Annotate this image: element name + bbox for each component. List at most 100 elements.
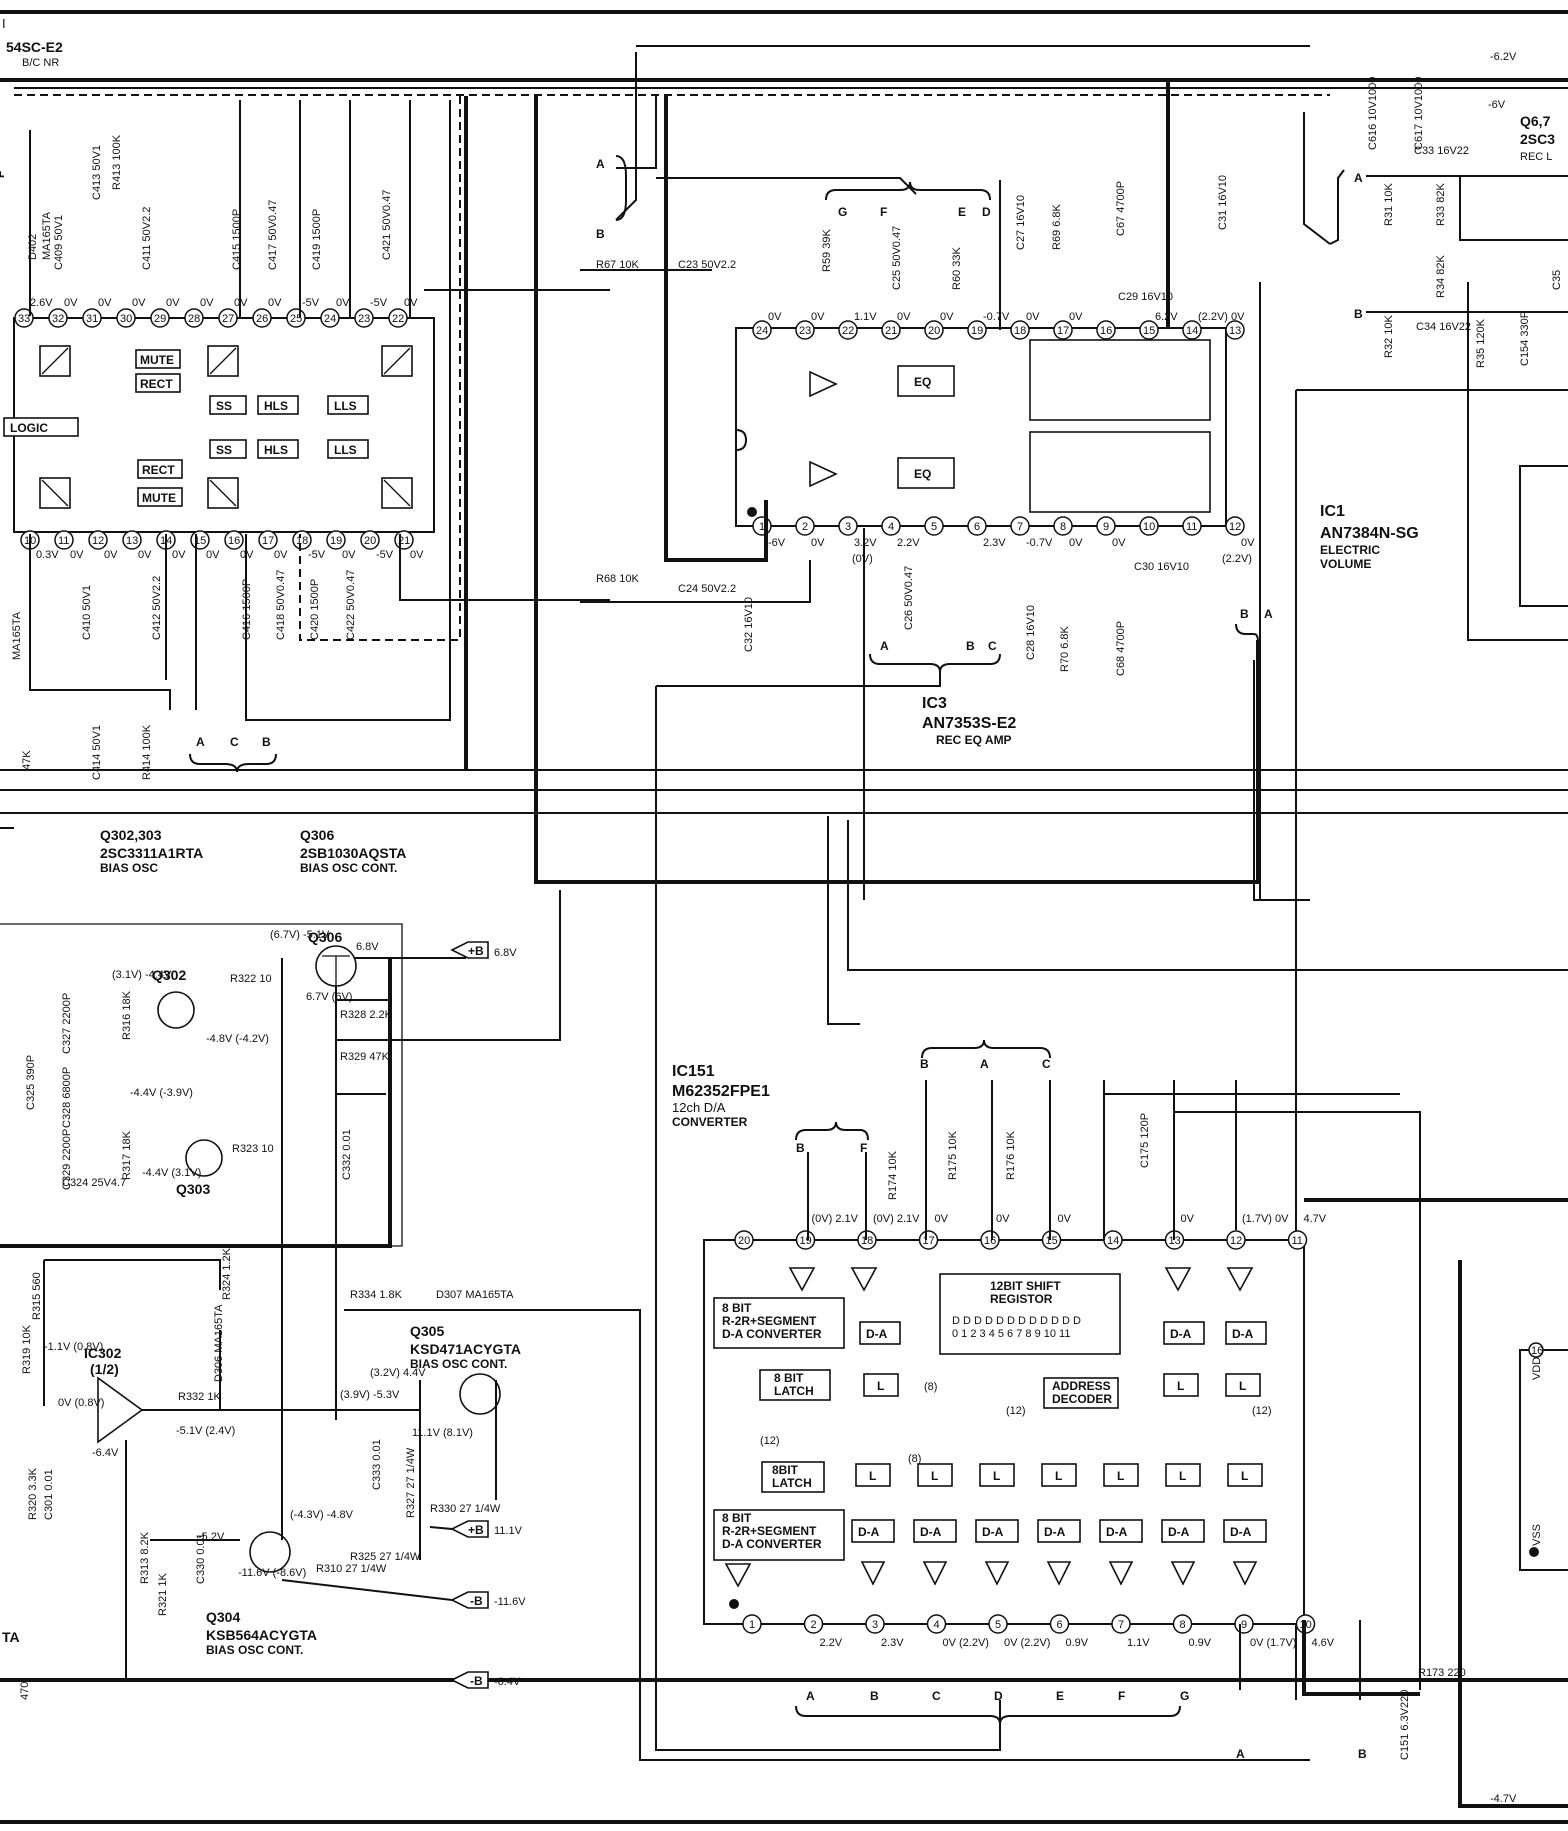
latch-cell	[1041, 1463, 1077, 1487]
ic3-bot-pin-voltage: 0V	[1112, 537, 1126, 549]
ic3-letter-f: F	[880, 205, 887, 219]
osc-voltage: (3.2V) 4.4V	[370, 1367, 426, 1379]
q303-transistor	[185, 1139, 223, 1177]
ic1-pin16-num: 16	[1531, 1345, 1543, 1357]
nr-bot-pin	[224, 530, 244, 550]
ic3-bot-pin	[1096, 516, 1116, 536]
right-component: R34 82K	[1435, 255, 1447, 298]
ic151-part: M62352FPE1	[672, 1083, 770, 1100]
nr-bot-pin-voltage: -5V	[308, 549, 326, 561]
nr-bot-pin-voltage: 0V	[240, 549, 254, 561]
ic1-pin16	[1528, 1342, 1544, 1358]
ss-label-top: SS	[216, 399, 232, 413]
ic3-letter-b-in: B	[596, 227, 605, 241]
c414-label: C414 50V1	[91, 725, 103, 780]
mute-label-bot: MUTE	[142, 491, 176, 505]
buffer-amp-top	[724, 1563, 752, 1588]
latch-cell	[1103, 1463, 1139, 1487]
ic-nr: I 54SC-E2 B/C NR LOGIC 332.6V320V310V300…	[0, 16, 610, 780]
q305-desc: BIAS OSC CONT.	[410, 1357, 507, 1371]
ic3-bot-pin-number: 8	[1060, 521, 1066, 533]
nr-top-pin	[354, 308, 374, 328]
nr-top-pin-number: 32	[52, 313, 64, 325]
osc-voltage: (3.9V) -5.3V	[340, 1389, 400, 1401]
ic3-top-pin-number: 18	[1014, 325, 1026, 337]
supply-pb-1-v: 6.8V	[494, 947, 517, 959]
logic-block	[3, 417, 79, 437]
ic3-top-pin	[1182, 320, 1202, 340]
nr-bot-pin-number: 16	[228, 535, 240, 547]
nr-bot-pin	[258, 530, 278, 550]
da-cell-top	[1163, 1321, 1205, 1345]
latch-cell-label: L	[931, 1469, 938, 1483]
ic3-top-pin-number: 17	[1057, 325, 1069, 337]
ic151-bottom-letter: A	[1236, 1747, 1245, 1761]
nr-bot-pin	[122, 530, 142, 550]
d402-label: D402	[27, 234, 39, 260]
da-cell-label: D-A	[1168, 1525, 1190, 1539]
right-component: C35	[1551, 270, 1563, 290]
hls-label-top: HLS	[264, 399, 288, 413]
ic151-top-pin	[734, 1230, 754, 1250]
ic3-top-pin-voltage: 1.1V	[854, 311, 877, 323]
nr-top-pin-number: 24	[324, 313, 336, 325]
ic151-bottom-letter: G	[1180, 1689, 1189, 1703]
ic151-bot-pin	[1111, 1614, 1131, 1634]
da-cell-top-label: D-A	[866, 1327, 888, 1341]
rect-block-top	[135, 373, 181, 393]
ic3-bot-pin-number: 10	[1143, 521, 1155, 533]
nr-top-component: C411 50V2.2	[141, 207, 153, 270]
ic3-top-pin	[1096, 320, 1116, 340]
nr-top-pin-number: 23	[358, 313, 370, 325]
da-cell	[1099, 1519, 1143, 1543]
nr-top-pin	[218, 308, 238, 328]
supply-nb-2-v: -6.4V	[494, 1676, 521, 1688]
dac8-block-bot	[713, 1509, 845, 1561]
ic3-letter-c: C	[988, 639, 997, 653]
q302-303-part: 2SC3311A1RTA	[100, 845, 203, 861]
da-cell	[851, 1519, 895, 1543]
osc-voltage: -1.1V (0.8V)	[44, 1341, 103, 1353]
nr-bot-pin-voltage: 0V	[70, 549, 84, 561]
latch-cell-top	[1225, 1373, 1261, 1397]
ss-block-top	[209, 395, 247, 415]
ma165-left: MA165TA	[11, 611, 23, 660]
nr-bot-pin-voltage: 0V	[206, 549, 220, 561]
nr-top-component: C421 50V0.47	[381, 190, 393, 260]
ic3-component: C32 16V10	[743, 597, 755, 652]
osc-voltage: -4.4V (3.1V)	[142, 1167, 201, 1179]
nr-bot-component: C412 50V2.2	[151, 576, 163, 640]
ic151-component: C175 120P	[1139, 1113, 1151, 1168]
nr-top-component: C413 50V1	[91, 145, 103, 200]
r47k-label: 47K	[21, 750, 33, 770]
ic151-top-pin-voltage: 0V	[996, 1213, 1010, 1225]
ic302-sub: (1/2)	[90, 1361, 119, 1377]
osc-component: R322 10	[230, 973, 272, 985]
ic3-component: C30 16V10	[1134, 561, 1189, 573]
ic3-top-pin-number: 14	[1186, 325, 1198, 337]
osc-component: R310 27 1/4W	[316, 1563, 387, 1575]
ic3-bot-pin-voltage: 2.3V	[983, 537, 1006, 549]
supply-nb-1-v: -11.6V	[494, 1596, 526, 1608]
hls-block-bot	[257, 439, 299, 459]
ic3-letter-d: D	[982, 205, 991, 219]
ic151-top-pin-voltage: 0V	[1181, 1213, 1195, 1225]
ic3-bot-pin	[1139, 516, 1159, 536]
vdd-label: VDD	[1531, 1357, 1543, 1380]
nr-bot-pin-number: 18	[296, 535, 308, 547]
supply-pb-tag-2	[450, 1520, 489, 1538]
latch-cell	[917, 1463, 953, 1487]
ic3-top-pin-number: 21	[885, 325, 897, 337]
supply-pb-tag-1	[450, 941, 489, 959]
nr-bot-pin-voltage: 0V	[274, 549, 288, 561]
supply-pb-1: +B	[468, 944, 484, 958]
osc-voltage: 0V (0.8V)	[58, 1397, 104, 1409]
ic151-top-pin-number: 18	[861, 1235, 873, 1247]
ic151-top-pin-number: 17	[923, 1235, 935, 1247]
nr-top-pin-voltage: 0V	[166, 297, 180, 309]
